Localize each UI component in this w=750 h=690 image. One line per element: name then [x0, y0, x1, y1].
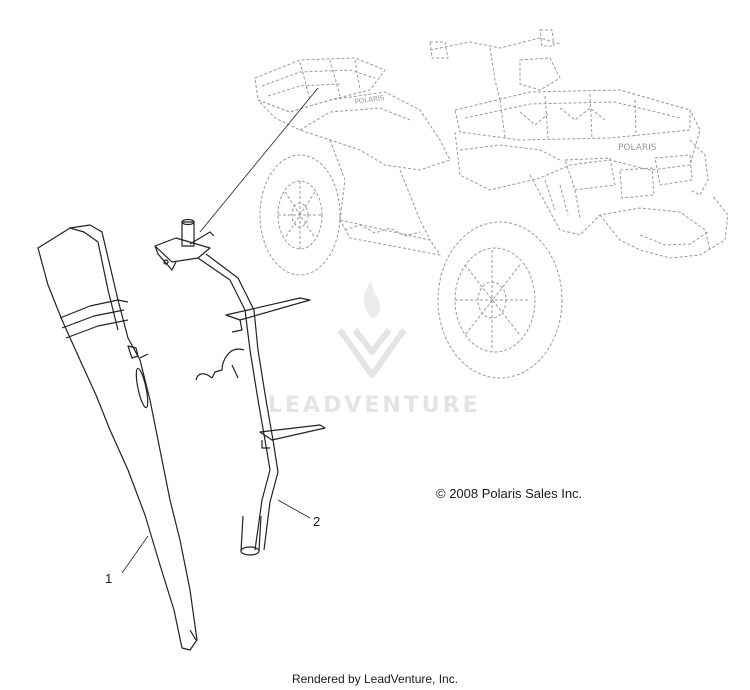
leader-line-bracket-to-atv	[199, 87, 319, 233]
copyright-text: © 2008 Polaris Sales Inc.	[436, 486, 583, 501]
watermark-text: LEADVENTURE	[268, 393, 481, 418]
rendered-by-footer: Rendered by LeadVenture, Inc.	[291, 672, 459, 686]
atv-illustration	[254, 29, 729, 379]
leader-line-callout-2	[277, 499, 311, 519]
front-brand-text: POLARIS	[618, 143, 657, 153]
callout-label-2: 2	[313, 514, 321, 529]
callout-label-1: 1	[105, 571, 113, 586]
leadventure-watermark-logo	[337, 280, 407, 378]
atv-brand-decals: POLARIS POLARIS	[354, 94, 657, 153]
gun-mount-bracket-part-2	[154, 218, 326, 556]
leader-line-callout-1	[121, 535, 149, 574]
leader-lines	[121, 87, 319, 574]
gun-boot-part-1	[37, 224, 198, 651]
